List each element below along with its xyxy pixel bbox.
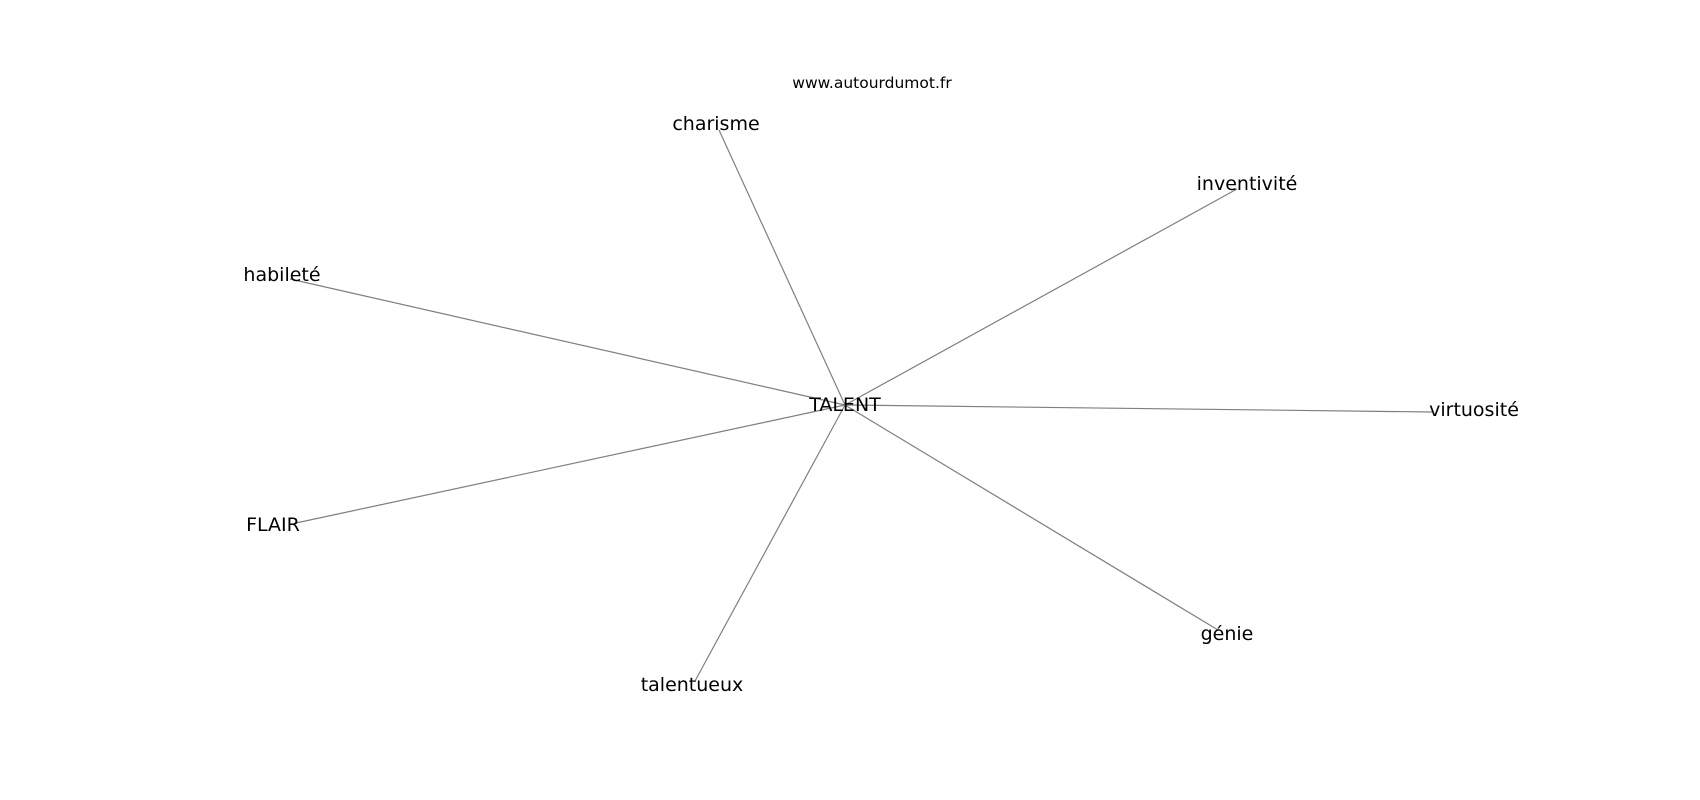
edge-talent-habilete bbox=[289, 278, 846, 406]
node-genie[interactable]: génie bbox=[1201, 623, 1254, 645]
node-inventivite[interactable]: inventivité bbox=[1197, 173, 1298, 195]
edge-talent-genie bbox=[844, 404, 1219, 631]
edge-talent-flair bbox=[295, 404, 846, 524]
node-talentueux[interactable]: talentueux bbox=[641, 674, 744, 696]
edge-talent-inventivite bbox=[844, 188, 1238, 406]
node-flair[interactable]: FLAIR bbox=[246, 514, 300, 536]
edges bbox=[289, 129, 1433, 682]
node-virtuosite[interactable]: virtuosité bbox=[1429, 399, 1519, 421]
edge-talent-virtuosite bbox=[844, 404, 1433, 413]
nodes: TALENT charisme inventivité habileté virtuos… bbox=[243, 113, 1518, 696]
node-charisme[interactable]: charisme bbox=[672, 113, 759, 135]
node-talent[interactable]: TALENT bbox=[808, 394, 881, 416]
edge-talent-charisme bbox=[718, 129, 846, 406]
edge-talent-talentueux bbox=[694, 404, 846, 682]
node-habilete[interactable]: habileté bbox=[243, 264, 320, 286]
site-watermark: www.autourdumot.fr bbox=[792, 74, 952, 92]
